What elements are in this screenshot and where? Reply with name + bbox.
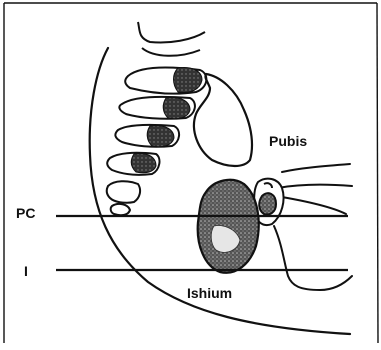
vertebra-shading xyxy=(131,68,202,173)
ishium-label: Ishium xyxy=(187,286,232,300)
pubic-contour xyxy=(276,164,352,214)
pc-line-label: PC xyxy=(16,206,35,220)
ischium-bone xyxy=(198,180,259,273)
pubis-label: Pubis xyxy=(269,134,307,148)
i-line-label: I xyxy=(24,264,28,278)
sacral-vertebrae xyxy=(107,22,207,215)
ischial-contour xyxy=(274,226,352,290)
